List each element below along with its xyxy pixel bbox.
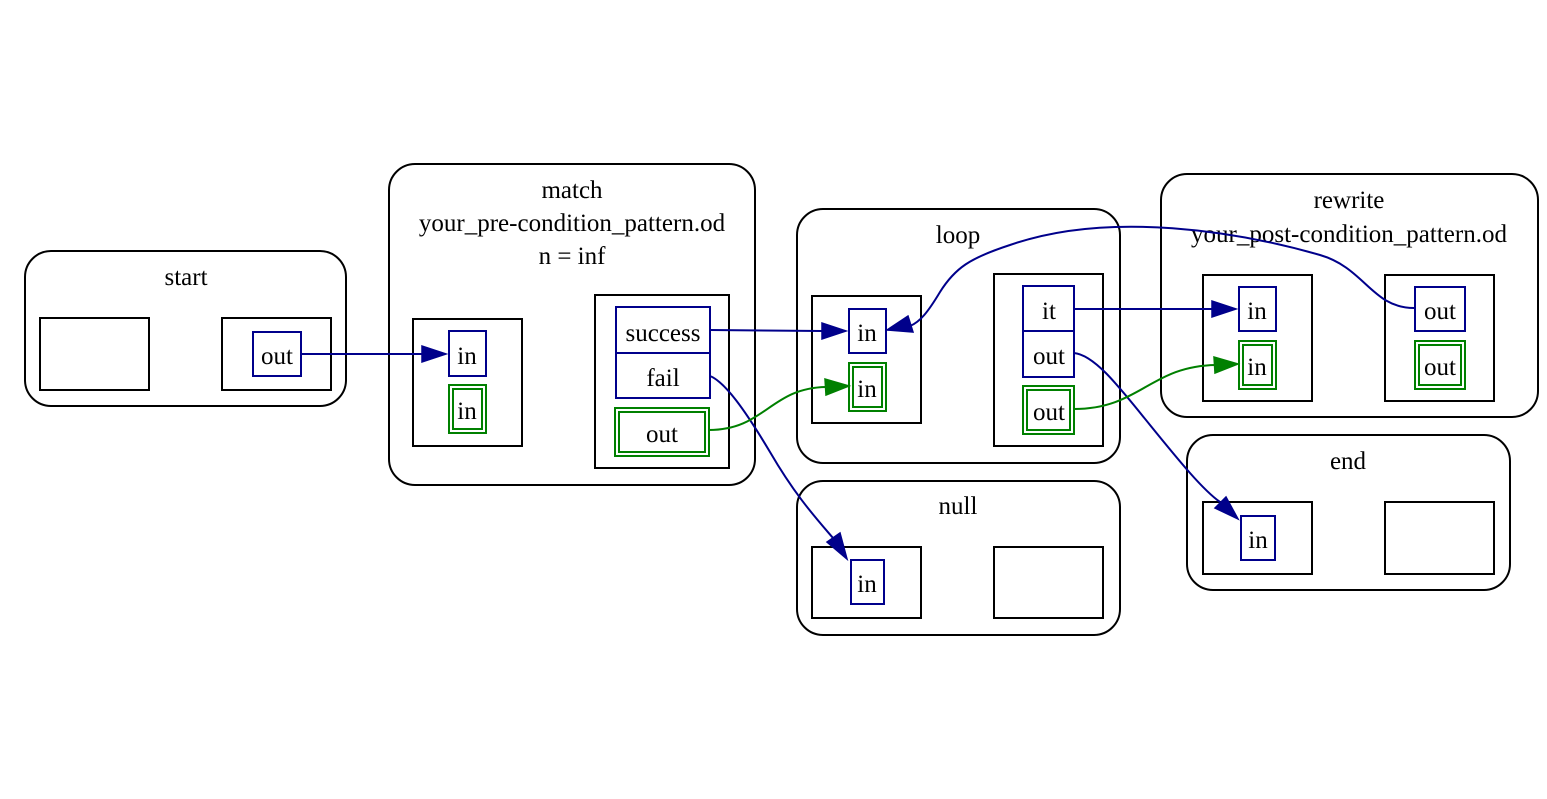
edge-start-to-match: [301, 344, 449, 364]
loop-node-title: loop: [936, 222, 980, 249]
rewrite-out-port-label: out: [1424, 298, 1456, 325]
null-outputs-box: [993, 546, 1104, 619]
start-node-title: start: [164, 264, 207, 291]
rewrite-in-port: [1238, 286, 1277, 332]
edge-match-success-to-loop: [709, 321, 849, 341]
rewrite-node: rewrite your_post-condition_pattern.od i…: [1160, 173, 1539, 418]
loop-in-port-label: in: [857, 320, 877, 347]
edge-match-fail-to-null: [709, 375, 849, 562]
rewrite-node-file: your_post-condition_pattern.od: [1191, 221, 1507, 248]
edges: [301, 225, 1415, 562]
rewrite-out-port: [1414, 286, 1466, 332]
match-in-data-port-label: in: [457, 398, 477, 425]
null-in-port: [850, 559, 885, 605]
null-inputs-box: [811, 546, 922, 619]
edge-loop-out-to-end: [1073, 352, 1240, 521]
match-in-data-port: [448, 384, 487, 434]
end-in-port: [1240, 515, 1276, 561]
rewrite-in-data-port-label: in: [1247, 354, 1267, 381]
rewrite-in-data-port: [1238, 340, 1277, 390]
loop-outputs-box: [993, 273, 1104, 447]
loop-in-data-port: [848, 362, 887, 412]
loop-inputs-box: [811, 295, 922, 424]
end-inputs-box: [1202, 501, 1313, 575]
loop-node: loop in in it out out: [796, 208, 1121, 464]
rewrite-node-title: rewrite: [1314, 187, 1385, 214]
match-in-port: [448, 330, 487, 377]
match-inputs-box: [412, 318, 523, 447]
loop-in-port: [848, 308, 887, 354]
match-node-frame: [388, 163, 756, 486]
match-success-port-label: success: [626, 320, 701, 347]
end-node-title: end: [1330, 448, 1367, 475]
edge-loop-data-to-rewrite: [1073, 355, 1241, 410]
start-node: start out: [24, 250, 347, 407]
start-inputs-box: [39, 317, 150, 391]
loop-it-port-label: it: [1042, 298, 1056, 325]
match-node-file: your_pre-condition_pattern.od: [419, 210, 726, 237]
match-out-data-port: [614, 407, 710, 457]
null-node: null in: [796, 480, 1121, 636]
match-out-data-port-label: out: [646, 421, 678, 448]
match-fail-port-label: fail: [646, 365, 679, 392]
null-node-title: null: [939, 493, 978, 520]
null-node-frame: [796, 480, 1121, 636]
rewrite-in-port-label: in: [1247, 298, 1267, 325]
start-node-frame: [24, 250, 347, 407]
match-node: match your_pre-condition_pattern.od n = …: [388, 163, 756, 486]
match-outputs-box: [594, 294, 730, 469]
end-node-frame: [1186, 434, 1511, 591]
match-node-title: match: [541, 177, 603, 204]
start-out-port-label: out: [261, 343, 293, 370]
end-node: end in: [1186, 434, 1511, 591]
match-node-param: n = inf: [539, 243, 607, 270]
edge-rewrite-out-to-loop: [884, 225, 1415, 333]
loop-out-port-label: out: [1033, 343, 1065, 370]
rewrite-outputs-box: [1384, 274, 1495, 402]
rewrite-out-data-port: [1414, 340, 1466, 390]
loop-in-data-port-label: in: [857, 376, 877, 403]
end-in-port-label: in: [1248, 527, 1268, 554]
edge-match-data-to-loop: [708, 377, 852, 431]
rewrite-inputs-box: [1202, 274, 1313, 402]
rewrite-out-data-port-label: out: [1424, 354, 1456, 381]
loop-node-frame: [796, 208, 1121, 464]
loop-out-data-port-label: out: [1033, 399, 1065, 426]
null-in-port-label: in: [857, 571, 877, 598]
rewrite-node-frame: [1160, 173, 1539, 418]
end-outputs-box: [1384, 501, 1495, 575]
edge-loop-it-to-rewrite: [1074, 299, 1239, 319]
match-in-port-label: in: [457, 343, 477, 370]
